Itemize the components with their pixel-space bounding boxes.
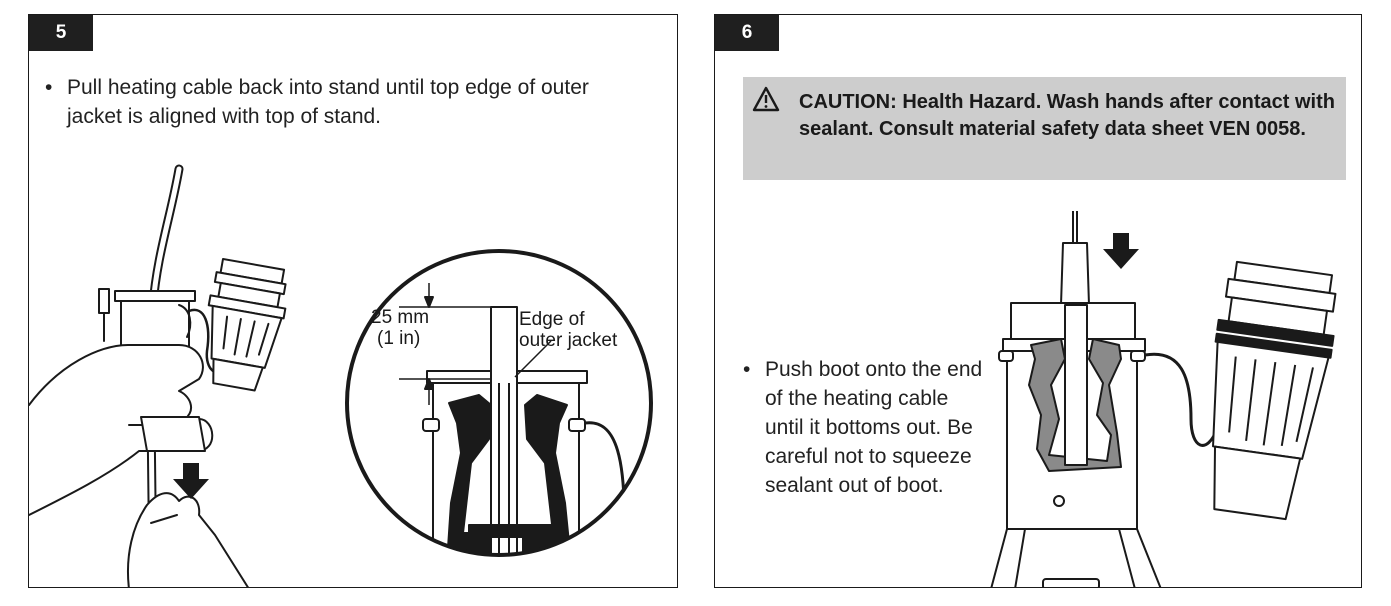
step-5-instruction: • Pull heating cable back into stand unt… — [45, 76, 589, 128]
push-boot-illustration — [990, 211, 1337, 587]
detail-callout-circle — [345, 249, 653, 557]
caution-box: CAUTION: Health Hazard. Wash hands after… — [743, 77, 1346, 180]
measurement-label: 25 mm (1 in) — [371, 307, 430, 349]
edge-of-outer-jacket-label: Edge of outer jacket — [519, 309, 618, 351]
step-6-panel: 6 CAUTION: Health Hazard. Wash hands aft… — [714, 14, 1362, 588]
step-5-instruction-text: Pull heating cable back into stand until… — [67, 76, 589, 128]
warning-triangle-icon — [752, 86, 780, 112]
pull-cable-illustration — [29, 164, 287, 587]
step-6-instruction: • Push boot onto the end of the heating … — [743, 358, 983, 497]
caution-text: CAUTION: Health Hazard. Wash hands after… — [799, 91, 1335, 140]
down-arrow-icon — [173, 463, 209, 499]
step-6-instruction-text: Push boot onto the end of the heating ca… — [765, 358, 983, 497]
step-number-badge: 6 — [715, 15, 779, 51]
step-number-badge: 5 — [29, 15, 93, 51]
down-arrow-icon — [1103, 233, 1139, 269]
step-5-panel: 5 • Pull heating cable back into stand u… — [28, 14, 678, 588]
